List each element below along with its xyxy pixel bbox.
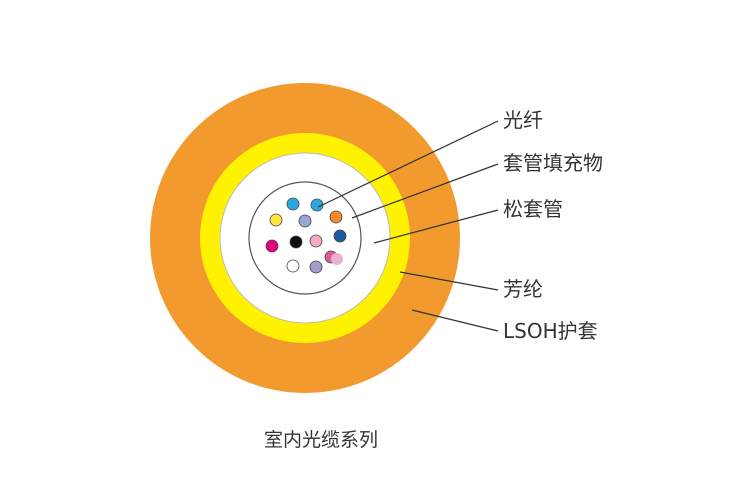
- label-tube-filler: 套管填充物: [503, 151, 603, 175]
- fiber-13: [331, 253, 343, 265]
- fiber-9: [309, 234, 323, 248]
- label-aramid: 芳纶: [503, 277, 543, 301]
- leader-line-aramid: [399, 271, 499, 291]
- leader-lines: [317, 120, 499, 332]
- leader-line-loose-tube: [373, 209, 499, 244]
- label-fiber: 光纤: [503, 108, 543, 132]
- fiber-3: [329, 210, 343, 224]
- diagram-caption: 室内光缆系列: [264, 429, 378, 451]
- fiber-5: [298, 214, 312, 228]
- fiber-7: [265, 239, 279, 253]
- fiber-4: [269, 213, 283, 227]
- tube-filler-area: [248, 181, 362, 295]
- label-lsoh-jacket: LSOH护套: [503, 319, 598, 343]
- fiber-6: [333, 229, 347, 243]
- fiber-bundle: [265, 197, 347, 274]
- leader-line-filler: [351, 163, 499, 219]
- label-loose-tube: 松套管: [503, 197, 563, 221]
- fiber-12: [309, 260, 323, 274]
- fiber-8: [289, 235, 303, 249]
- leader-line-jacket: [411, 309, 499, 332]
- fiber-1: [286, 197, 300, 211]
- leader-line-fiber: [317, 120, 499, 208]
- fiber-11: [286, 259, 300, 273]
